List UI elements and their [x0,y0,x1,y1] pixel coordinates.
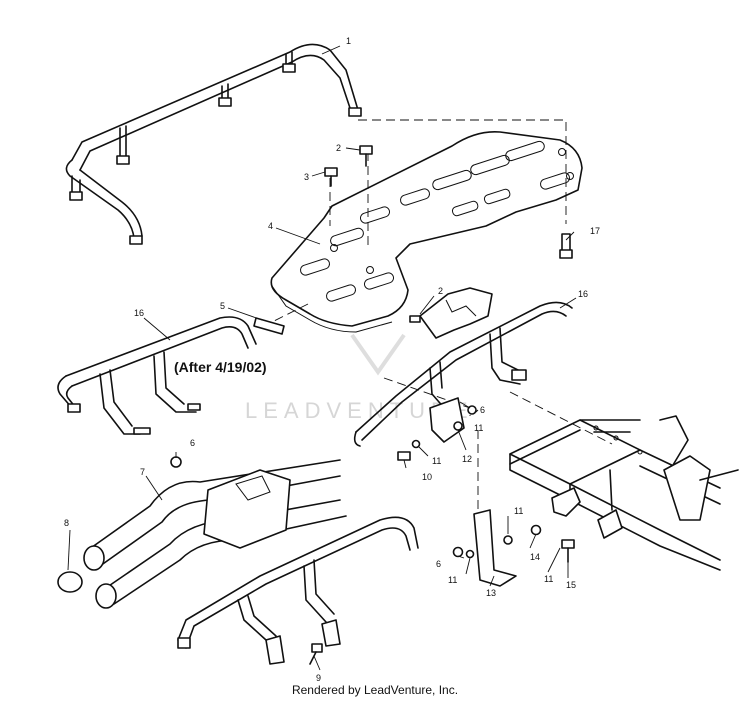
bracket-12 [397,397,477,461]
callout-11-mid: 11 [432,456,441,466]
callout-4: 4 [268,221,273,231]
rack-panel-slots [299,140,574,302]
callout-16-left: 16 [134,308,144,318]
callout-11-right: 11 [514,506,523,516]
callout-10: 10 [422,472,432,482]
alignment-lines [271,119,613,512]
callout-2: 2 [336,143,341,153]
frame [509,415,739,571]
callout-11-far: 11 [544,574,553,584]
leader-lines [67,45,577,671]
revision-note: (After 4/19/02) [174,359,267,375]
callout-13: 13 [486,588,496,598]
callout-12: 12 [462,454,472,464]
callout-17: 17 [590,226,600,236]
callout-7: 7 [140,467,145,477]
footer-credit: Rendered by LeadVenture, Inc. [291,683,459,697]
bracket-13 [452,509,575,587]
rack-rail-upper [65,43,362,245]
callouts: 1 2 3 4 17 5 16 2 16 6 11 12 7 6 11 10 8… [64,36,600,683]
callout-6-lower: 6 [436,559,441,569]
callout-16-right: 16 [578,289,588,299]
callout-14: 14 [530,552,540,562]
rack-panel [270,130,583,333]
callout-15: 15 [566,580,576,590]
callout-8: 8 [64,518,69,528]
callout-6-bumper: 6 [190,438,195,448]
hardware-top [324,145,573,259]
callout-11-upper: 11 [474,423,483,433]
callout-2-bracket: 2 [438,286,443,296]
strap [253,317,285,335]
callout-1: 1 [346,36,351,46]
callout-5: 5 [220,301,225,311]
callout-6-upper: 6 [480,405,485,415]
bumper-tubes [57,456,347,609]
rail-left [57,316,257,435]
bracket-2 [409,287,493,339]
bumper-rail-lower [177,516,419,665]
callout-11-lower: 11 [448,575,457,585]
callout-9: 9 [316,673,321,683]
rail-right [353,301,573,447]
callout-3: 3 [304,172,309,182]
